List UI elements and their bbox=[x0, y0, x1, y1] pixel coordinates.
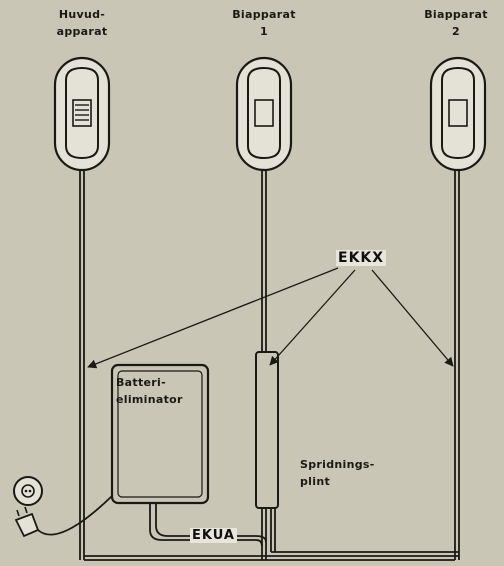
main-telephone-label-line2: apparat bbox=[56, 25, 108, 38]
battery-eliminator-box bbox=[110, 363, 210, 505]
extension-2-label: Biapparat 2 bbox=[414, 6, 498, 40]
battery-eliminator-label-line2: eliminator bbox=[116, 393, 183, 406]
extension-telephone-2 bbox=[429, 56, 487, 172]
mains-cord bbox=[37, 495, 113, 536]
ekua-cable-label: EKUA bbox=[190, 528, 237, 543]
phone-cables bbox=[79, 170, 460, 560]
junction-block-label-line2: plint bbox=[300, 475, 331, 488]
extension-telephone-1 bbox=[235, 56, 293, 172]
extension-1-label-line1: Biapparat bbox=[232, 8, 296, 21]
ekkx-pointers bbox=[87, 267, 454, 369]
junction-block bbox=[255, 351, 279, 560]
ekkx-cable-label: EKKX bbox=[336, 250, 387, 266]
bus-wiring bbox=[84, 503, 459, 561]
main-telephone bbox=[53, 56, 111, 172]
battery-eliminator-label-line1: Batteri- bbox=[116, 376, 166, 389]
extension-2-label-line1: Biapparat bbox=[424, 8, 488, 21]
wall-socket-icon bbox=[13, 476, 43, 506]
extension-1-label-line2: 1 bbox=[260, 25, 268, 38]
power-plug-icon bbox=[14, 506, 40, 538]
battery-eliminator-label: Batteri- eliminator bbox=[116, 374, 204, 408]
junction-block-label-line1: Spridnings- bbox=[300, 458, 375, 471]
extension-2-label-line2: 2 bbox=[452, 25, 460, 38]
main-telephone-label-line1: Huvud- bbox=[58, 8, 106, 21]
extension-1-label: Biapparat 1 bbox=[222, 6, 306, 40]
junction-block-label: Spridnings- plint bbox=[300, 456, 400, 490]
main-telephone-label: Huvud- apparat bbox=[42, 6, 122, 40]
